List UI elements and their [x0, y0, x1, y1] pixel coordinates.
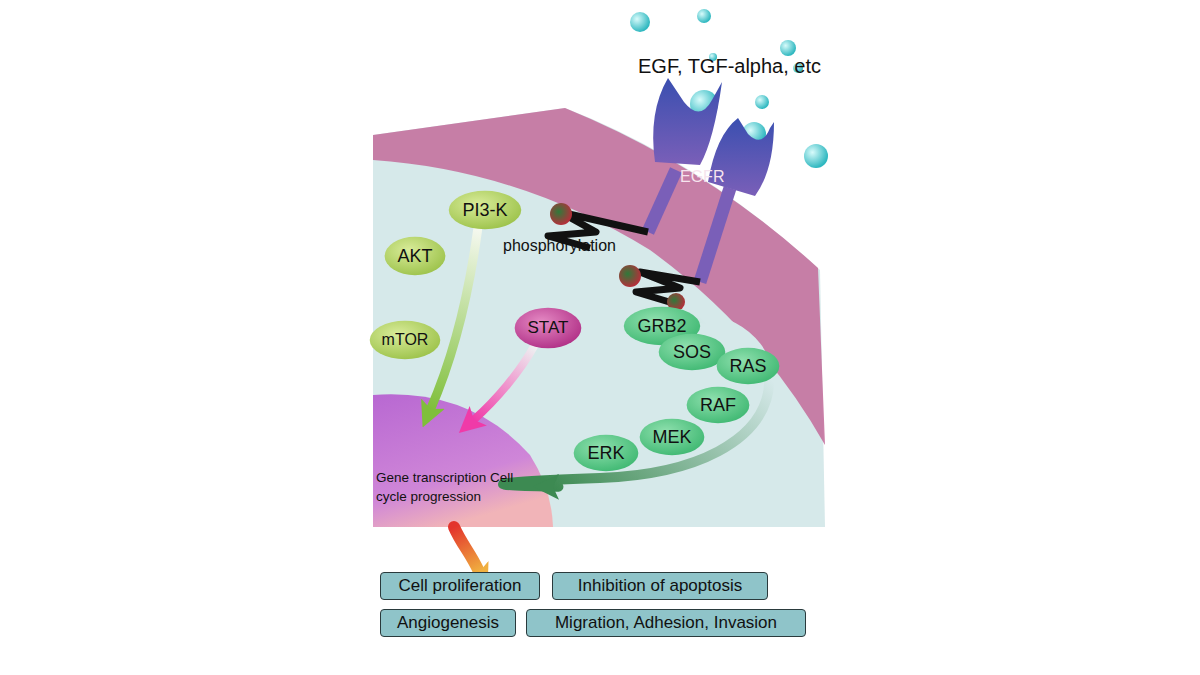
node-label: STAT: [528, 318, 569, 338]
signal-arrow: [454, 527, 479, 572]
cell-membrane: [373, 108, 825, 445]
outcome-box: Angiogenesis: [380, 609, 516, 637]
cytoplasm: [373, 108, 825, 527]
outcome-box: Migration, Adhesion, Invasion: [526, 609, 806, 637]
ligand-label: EGF, TGF-alpha, etc: [638, 55, 821, 78]
phosphorylation-tails: [548, 212, 700, 304]
nucleus-caption: Gene transcription Cell cycle progressio…: [376, 469, 528, 507]
protein-ellipse: mTOR: [369, 320, 441, 360]
node-label: RAS: [729, 356, 766, 377]
node-label: Migration, Adhesion, Invasion: [555, 613, 777, 633]
protein-ellipse: STAT: [514, 307, 582, 349]
node-label: ERK: [587, 443, 624, 464]
protein-ellipse: PI3-K: [448, 190, 522, 230]
outcome-box: Inhibition of apoptosis: [552, 572, 768, 600]
protein-ellipse: RAF: [686, 386, 750, 424]
node-label: Angiogenesis: [397, 613, 499, 633]
node-label: RAF: [700, 395, 736, 416]
process-label: phosphorylation: [503, 237, 616, 255]
node-label: PI3-K: [462, 200, 507, 221]
egfr-receptor: [648, 78, 774, 282]
outcome-box: Cell proliferation: [380, 572, 540, 600]
protein-ellipse: SOS: [658, 333, 726, 371]
protein-ellipse: AKT: [384, 236, 446, 276]
nucleus: [373, 394, 553, 527]
phosphate-dots: [550, 203, 685, 311]
node-label: GRB2: [637, 316, 686, 337]
node-label: mTOR: [382, 331, 429, 349]
protein-ellipse: MEK: [639, 418, 705, 456]
node-label: AKT: [397, 246, 432, 267]
signal-arrow: [474, 346, 535, 420]
node-label: Cell proliferation: [399, 576, 522, 596]
node-label: Inhibition of apoptosis: [578, 576, 742, 596]
node-label: SOS: [673, 342, 711, 363]
nucleus-region: Gene transcription Cell cycle progressio…: [373, 393, 553, 527]
receptor-name: EGFR: [680, 168, 724, 186]
protein-ellipse: ERK: [573, 434, 639, 472]
protein-ellipse: RAS: [716, 347, 780, 385]
node-label: MEK: [652, 427, 691, 448]
